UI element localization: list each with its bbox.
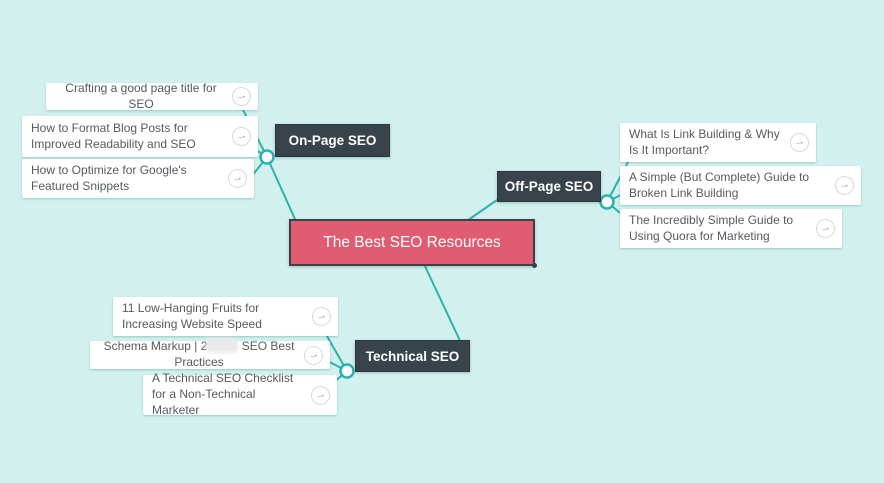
branch-node-on-page-seo[interactable]: On-Page SEO — [275, 124, 390, 157]
leaf-node-format-blog-posts[interactable]: How to Format Blog Posts for Improved Re… — [22, 116, 258, 157]
open-link-icon[interactable]: → — [230, 85, 253, 108]
leaf-node-page-title[interactable]: Crafting a good page title for SEO → — [46, 80, 258, 111]
branch-node-label: Technical SEO — [365, 348, 460, 364]
leaf-label-suffix: SEO Best Practices — [174, 339, 295, 369]
leaf-label: A Simple (But Complete) Guide to Broken … — [629, 169, 810, 200]
leaf-node-featured-snippets[interactable]: How to Optimize for Google's Featured Sn… — [22, 159, 254, 198]
branch-node-technical-seo[interactable]: Technical SEO — [355, 340, 470, 372]
branch-toggle-off-page[interactable] — [599, 194, 615, 210]
open-link-icon[interactable]: → — [310, 305, 333, 328]
root-node-label: The Best SEO Resources — [323, 233, 501, 251]
leaf-label: The Incredibly Simple Guide to Using Quo… — [629, 212, 794, 243]
leaf-node-what-is-link-building[interactable]: What Is Link Building & Why Is It Import… — [620, 123, 816, 162]
branch-node-label: On-Page SEO — [288, 133, 377, 148]
root-node-handle[interactable] — [532, 263, 537, 268]
open-link-icon[interactable]: → — [309, 383, 332, 407]
open-link-icon[interactable]: → — [788, 131, 811, 154]
redacted-text — [208, 340, 237, 352]
leaf-label: 11 Low-Hanging Fruits for Increasing Web… — [122, 300, 262, 331]
open-link-icon[interactable]: → — [226, 167, 249, 190]
leaf-label-prefix: Schema Markup | 2 — [103, 339, 208, 354]
open-link-icon[interactable]: → — [230, 125, 253, 148]
root-node[interactable]: The Best SEO Resources — [289, 219, 535, 266]
leaf-label: Crafting a good page title for SEO — [65, 80, 217, 111]
leaf-label: A Technical SEO Checklist for a Non-Tech… — [152, 371, 294, 417]
leaf-label: How to Optimize for Google's Featured Sn… — [31, 162, 187, 193]
open-link-icon[interactable]: → — [833, 174, 856, 197]
open-link-icon[interactable]: → — [302, 343, 325, 367]
leaf-node-technical-checklist[interactable]: A Technical SEO Checklist for a Non-Tech… — [143, 371, 337, 417]
leaf-node-broken-link-building[interactable]: A Simple (But Complete) Guide to Broken … — [620, 166, 861, 205]
branch-node-off-page-seo[interactable]: Off-Page SEO — [497, 171, 601, 202]
branch-toggle-on-page[interactable] — [259, 149, 275, 165]
open-link-icon[interactable]: → — [814, 217, 837, 240]
leaf-label: How to Format Blog Posts for Improved Re… — [31, 120, 196, 151]
leaf-node-schema-markup[interactable]: Schema Markup | 2 SEO Best Practices → — [90, 339, 330, 371]
branch-toggle-technical[interactable] — [339, 363, 355, 379]
leaf-label: Schema Markup | 2 SEO Best Practices — [99, 339, 299, 371]
leaf-node-quora-marketing[interactable]: The Incredibly Simple Guide to Using Quo… — [620, 209, 842, 248]
leaf-label: What Is Link Building & Why Is It Import… — [629, 126, 780, 157]
leaf-node-website-speed[interactable]: 11 Low-Hanging Fruits for Increasing Web… — [113, 297, 338, 336]
branch-node-label: Off-Page SEO — [504, 179, 594, 194]
